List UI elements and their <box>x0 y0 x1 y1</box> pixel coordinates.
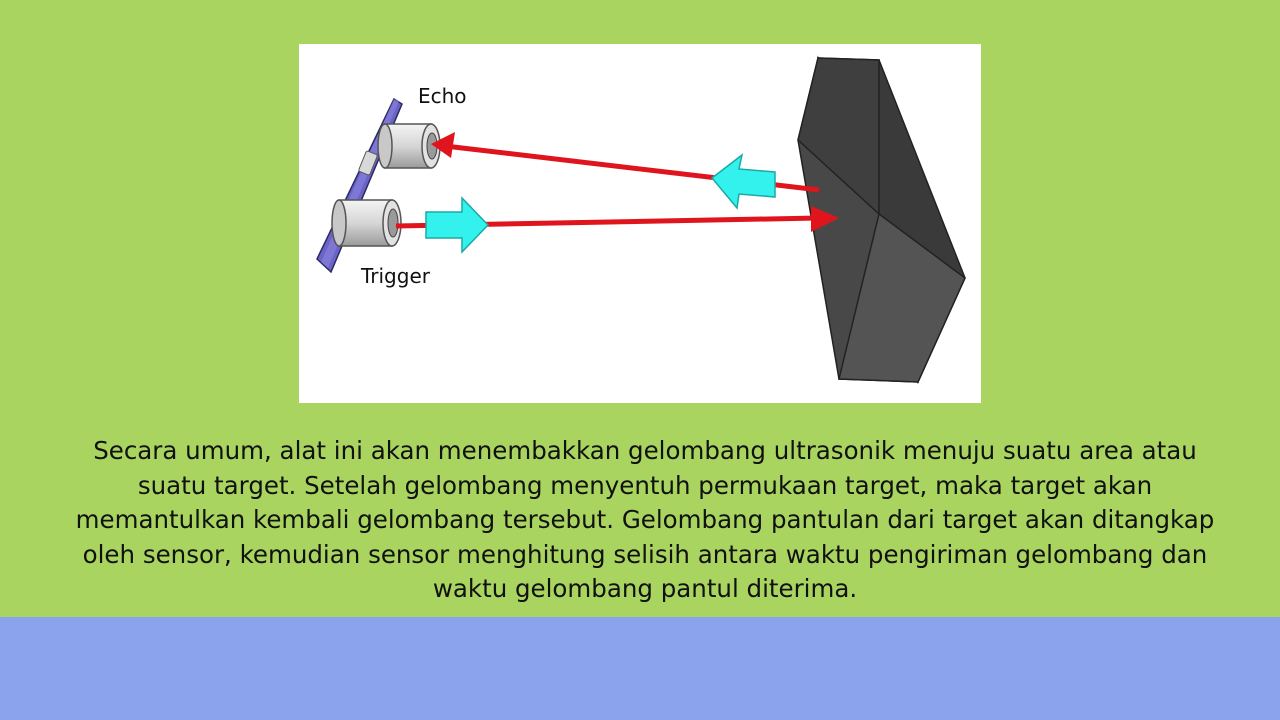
caption-text: Secara umum, alat ini akan menembakkan g… <box>75 436 1215 603</box>
ultrasonic-diagram <box>316 55 966 385</box>
target-block <box>797 55 966 385</box>
diagram-panel: Echo Trigger <box>299 44 981 403</box>
echo-label: Echo <box>418 84 467 108</box>
trigger-transducer <box>331 199 402 247</box>
returning-wave-arrow <box>710 153 776 210</box>
footer-band <box>0 617 1280 720</box>
slide-background: Echo Trigger Secara umum, alat ini akan … <box>75 44 1215 603</box>
trigger-label: Trigger <box>361 264 430 288</box>
echo-transducer <box>377 123 441 169</box>
outgoing-wave-arrow <box>425 196 490 254</box>
